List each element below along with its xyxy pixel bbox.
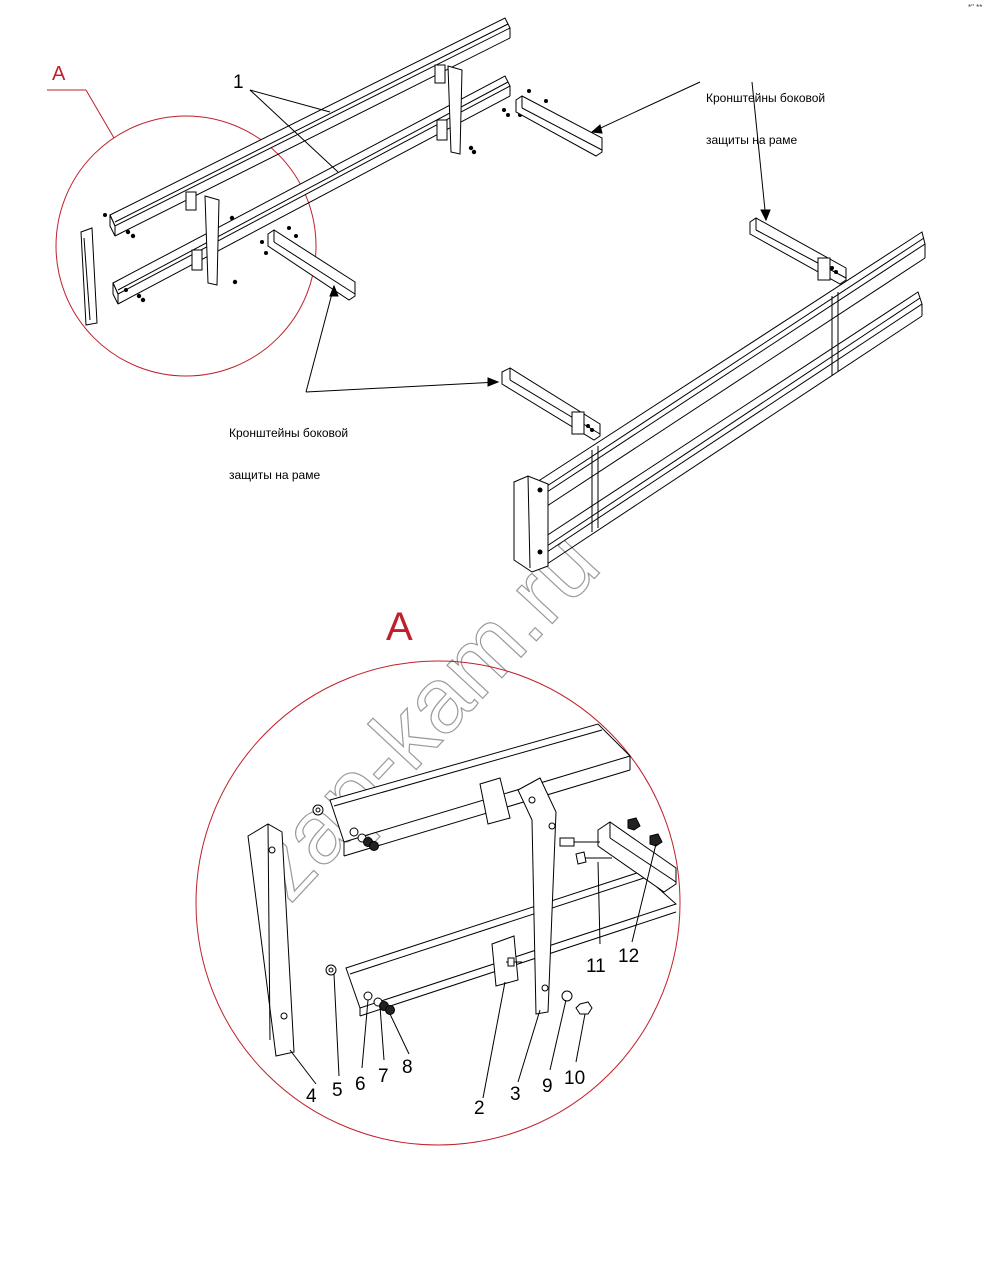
part-label-1: 1	[233, 72, 244, 93]
detail-post-4	[247, 823, 295, 1057]
bracket-note-leaders	[305, 81, 771, 393]
overview-brackets-right	[501, 217, 847, 441]
detail-nut-8	[385, 1005, 395, 1015]
detail-bolt-head	[559, 837, 575, 847]
detail-leaders	[289, 843, 657, 1099]
overview-callout-a: A	[47, 63, 317, 377]
corner-mark: *" **	[968, 3, 982, 12]
bracket-note-right: Кронштейны боковой защиты на раме	[706, 63, 825, 161]
bracket-note-left: Кронштейны боковой защиты на раме	[229, 398, 348, 496]
part-label-8: 8	[402, 1057, 413, 1078]
detail-part-numbers: 2 3 4 5 6 7 8 9 10 11 12	[306, 946, 639, 1119]
bracket-note-left-line2: защиты на раме	[229, 468, 321, 482]
part-1-callout: 1	[233, 72, 339, 173]
callout-circle-small	[55, 115, 317, 377]
watermark-text: zap-kam.ru	[230, 513, 618, 919]
detail-plate-2	[491, 935, 519, 987]
detail-bracket-3	[517, 777, 557, 1015]
bracket-note-right-line2: защиты на раме	[706, 133, 798, 147]
callout-label-small: A	[52, 63, 66, 85]
detail-washer-6	[363, 991, 373, 1001]
detail-view-a: A	[195, 605, 681, 1146]
detail-nut-10	[575, 1001, 593, 1015]
overview-frame-right	[513, 231, 926, 573]
detail-fasteners	[312, 804, 663, 1015]
callout-label-large: A	[386, 605, 413, 649]
callout-circle-large	[195, 660, 681, 1146]
overview-rails-left	[80, 17, 511, 326]
part-label-9: 9	[542, 1076, 553, 1097]
callout-leader-diagonal	[85, 89, 115, 139]
overview-brackets-left	[267, 95, 603, 301]
overview-fasteners-right	[537, 266, 838, 555]
detail-washer-9	[561, 990, 573, 1002]
part-label-7: 7	[378, 1066, 389, 1087]
part-label-4: 4	[306, 1086, 317, 1107]
detail-nut-12	[649, 833, 663, 847]
part-label-5: 5	[332, 1080, 343, 1101]
detail-plate-upper	[479, 777, 511, 825]
bracket-note-left-line1: Кронштейны боковой	[229, 426, 349, 440]
part-label-6: 6	[355, 1074, 366, 1095]
part-label-12: 12	[618, 946, 639, 967]
part-label-11: 11	[586, 956, 606, 977]
part-label-2: 2	[474, 1098, 485, 1119]
overview-fasteners	[103, 89, 548, 303]
bracket-note-right-line1: Кронштейны боковой	[706, 91, 826, 105]
part-label-3: 3	[510, 1084, 521, 1105]
part-label-10: 10	[564, 1068, 585, 1089]
